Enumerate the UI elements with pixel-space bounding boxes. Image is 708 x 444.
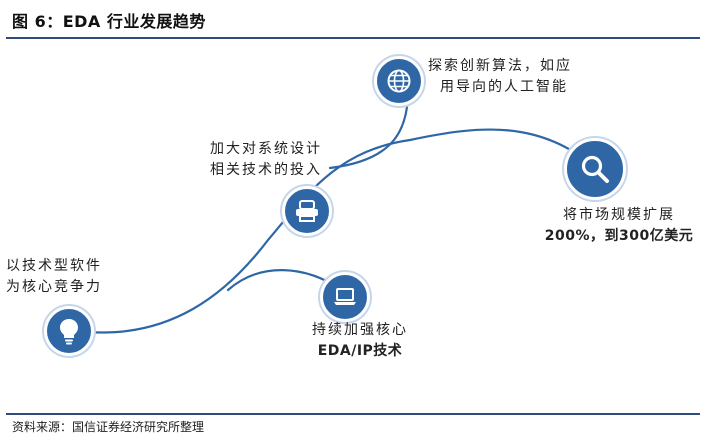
label-market-scale: 将市场规模扩展 200%，到300亿美元 (534, 205, 704, 247)
label-line: 200%，到300亿美元 (544, 228, 694, 244)
label-line: 持续加强核心 (312, 322, 408, 338)
label-line: EDA/IP技术 (317, 343, 403, 359)
label-core-eda-ip: 持续加强核心 EDA/IP技术 (300, 320, 420, 362)
node-innovative-algorithms (374, 56, 424, 106)
main-trend-curve (68, 128, 598, 334)
label-line: 以技术型软件 (6, 258, 102, 274)
node-system-design (282, 186, 332, 236)
bottom-rule (6, 413, 700, 415)
node-technical-software (44, 306, 94, 356)
globe-icon (386, 68, 412, 94)
node-market-scale (564, 138, 626, 200)
label-line: 相关技术的投入 (210, 162, 322, 178)
laptop-icon (332, 286, 358, 308)
node-core-eda-ip (320, 272, 370, 322)
lightbulb-icon (58, 317, 80, 345)
search-icon (579, 153, 611, 185)
label-innovative-algorithms: 探索创新算法，如应 用导向的人工智能 (428, 56, 572, 98)
label-line: 加大对系统设计 (210, 141, 322, 157)
label-technical-software: 以技术型软件 为核心竞争力 (6, 256, 102, 298)
figure-title: 图 6：EDA 行业发展趋势 (12, 12, 206, 31)
label-line: 探索创新算法，如应 (428, 58, 572, 74)
chip-icon (294, 199, 320, 223)
source-note: 资料来源：国信证券经济研究所整理 (12, 420, 205, 434)
label-line: 为核心竞争力 (6, 279, 102, 295)
label-line: 用导向的人工智能 (440, 79, 568, 95)
label-line: 将市场规模扩展 (563, 207, 675, 223)
label-system-design: 加大对系统设计 相关技术的投入 (210, 139, 322, 181)
top-rule (6, 37, 700, 39)
